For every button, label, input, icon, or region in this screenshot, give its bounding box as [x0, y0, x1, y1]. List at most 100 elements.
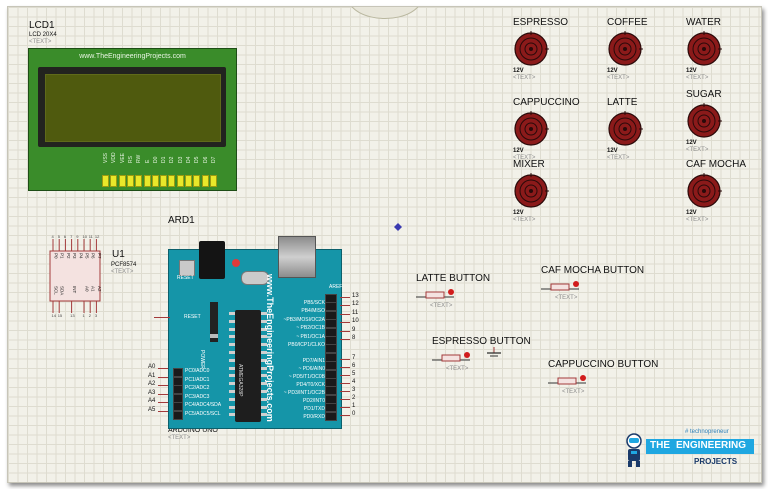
analog-wire: [158, 376, 168, 378]
dc-motor[interactable]: [513, 111, 549, 147]
rtc-pin-number: 1: [83, 313, 86, 317]
rtc-top-pin-label: P7: [97, 253, 102, 259]
rtc-pin-number: 11: [89, 234, 94, 239]
digital-pin-number: 11: [352, 309, 359, 316]
lcd-pin[interactable]: [126, 175, 134, 187]
digital-pin-number: 4: [352, 379, 356, 385]
rtc-pin-number: 6: [64, 234, 67, 239]
digital-pin-number: 9: [352, 326, 356, 333]
analog-net-label: A1: [148, 372, 156, 379]
lcd-pin-label: E: [144, 159, 151, 163]
schematic-canvas[interactable]: LCD1 LCD 20X4 <TEXT> www.TheEngineeringP…: [7, 6, 762, 483]
reset-wire: [154, 317, 170, 318]
aref-label: AREF: [329, 284, 343, 290]
digital-pin-label: PD1/TXD: [303, 406, 325, 412]
dc-motor[interactable]: [513, 31, 549, 67]
motor-voltage: 12V: [513, 68, 524, 74]
ground-symbol: [487, 347, 501, 357]
digital-wire: [340, 305, 350, 307]
digital-wire: [340, 415, 350, 416]
digital-pin-label: PB4/MISO: [301, 308, 325, 315]
analog-wire: [158, 402, 168, 404]
lcd-pin[interactable]: [160, 175, 168, 187]
lcd-pin[interactable]: [201, 175, 209, 187]
rtc-bottom-pin-label: A2: [97, 286, 102, 292]
usb-connector: [278, 236, 316, 278]
motor-voltage: 12V: [607, 148, 618, 154]
lcd-pin[interactable]: [102, 175, 109, 187]
reset-pushbutton[interactable]: [179, 260, 195, 276]
arduino-ref: ARD1: [168, 215, 195, 226]
rtc-bottom-pin-label: SDA: [60, 286, 65, 295]
lcd-pin[interactable]: [209, 175, 217, 187]
arduino-board[interactable]: RESET ATMEGA328P POWER www.TheEngineerin…: [168, 236, 343, 429]
dc-motor[interactable]: [686, 31, 722, 67]
rtc-pin-number: 10: [83, 234, 88, 239]
digital-pin-label: PD2/INT0: [303, 398, 325, 404]
digital-wire: [340, 399, 350, 400]
atmega-chip: ATMEGA328P: [235, 310, 261, 422]
digital-pin-label: ~ PD6/AIN0: [298, 366, 325, 372]
chip-pin: [261, 382, 267, 386]
dc-motor[interactable]: [686, 173, 722, 209]
reset-button-label: RESET: [177, 275, 194, 281]
motor-text: <TEXT>: [686, 217, 709, 223]
chip-pins: [229, 312, 267, 422]
push-button[interactable]: [416, 287, 460, 303]
analog-net-label: A2: [148, 381, 156, 388]
header-pin: [173, 402, 183, 412]
rtc-top-pin-label: P1: [60, 253, 65, 259]
digital-pin-label: ~ PB1/OC1A: [296, 333, 325, 340]
rtc-pin-number: 9: [76, 234, 79, 239]
lcd-pin[interactable]: [118, 175, 126, 187]
brand-tag: # technopreneur: [685, 429, 729, 435]
digital-pin-number: 0: [352, 411, 356, 417]
motor-label: SUGAR: [686, 89, 722, 100]
analog-net-label: A5: [148, 407, 156, 413]
arduino-part: ARDUINO UNO: [168, 427, 218, 434]
lcd-pin[interactable]: [135, 175, 143, 187]
lcd-pin[interactable]: [151, 175, 159, 187]
digital-pin-label: PD0/RXD: [303, 414, 325, 420]
probe-marker[interactable]: [394, 223, 402, 231]
button-text: <TEXT>: [430, 303, 453, 309]
push-button[interactable]: [548, 373, 592, 389]
chip-pin: [261, 390, 267, 393]
push-button[interactable]: [432, 350, 476, 366]
rtc-bottom-pin-label: A1: [91, 286, 96, 292]
digital-pin-number: 12: [352, 301, 359, 308]
button-text: <TEXT>: [555, 295, 578, 301]
brand-the: THE: [650, 440, 670, 451]
lcd-text: <TEXT>: [29, 39, 52, 45]
motor-label: LATTE: [607, 97, 638, 108]
digital-pin-number: 3: [352, 387, 356, 393]
analog-net-label: A4: [148, 398, 156, 405]
lcd-pin[interactable]: [168, 175, 176, 187]
partial-circle-component: [348, 7, 422, 19]
lcd-pin[interactable]: [193, 175, 201, 187]
digital-pin-number: 13: [352, 293, 359, 299]
dc-motor[interactable]: [686, 103, 722, 139]
analog-net-label: A3: [148, 389, 156, 396]
analog-pin-label: PC5/ADC5/SCL: [185, 411, 221, 417]
rtc-pin-number: 13: [70, 313, 75, 317]
lcd-pin[interactable]: [143, 175, 151, 187]
chip-pin: [261, 358, 267, 362]
dc-motor[interactable]: [607, 111, 643, 147]
dc-motor[interactable]: [607, 31, 643, 67]
digital-header: [325, 294, 337, 421]
dc-motor[interactable]: [513, 173, 549, 209]
motor-text: <TEXT>: [513, 155, 536, 161]
push-button[interactable]: [541, 279, 585, 295]
lcd-pin[interactable]: [176, 175, 184, 187]
lcd-pin[interactable]: [110, 175, 118, 187]
lcd-pin-label: VEE: [119, 152, 126, 163]
lcd-pin[interactable]: [185, 175, 192, 187]
motor-label: COFFEE: [607, 17, 648, 28]
rtc-pin-number: 14: [52, 313, 57, 317]
